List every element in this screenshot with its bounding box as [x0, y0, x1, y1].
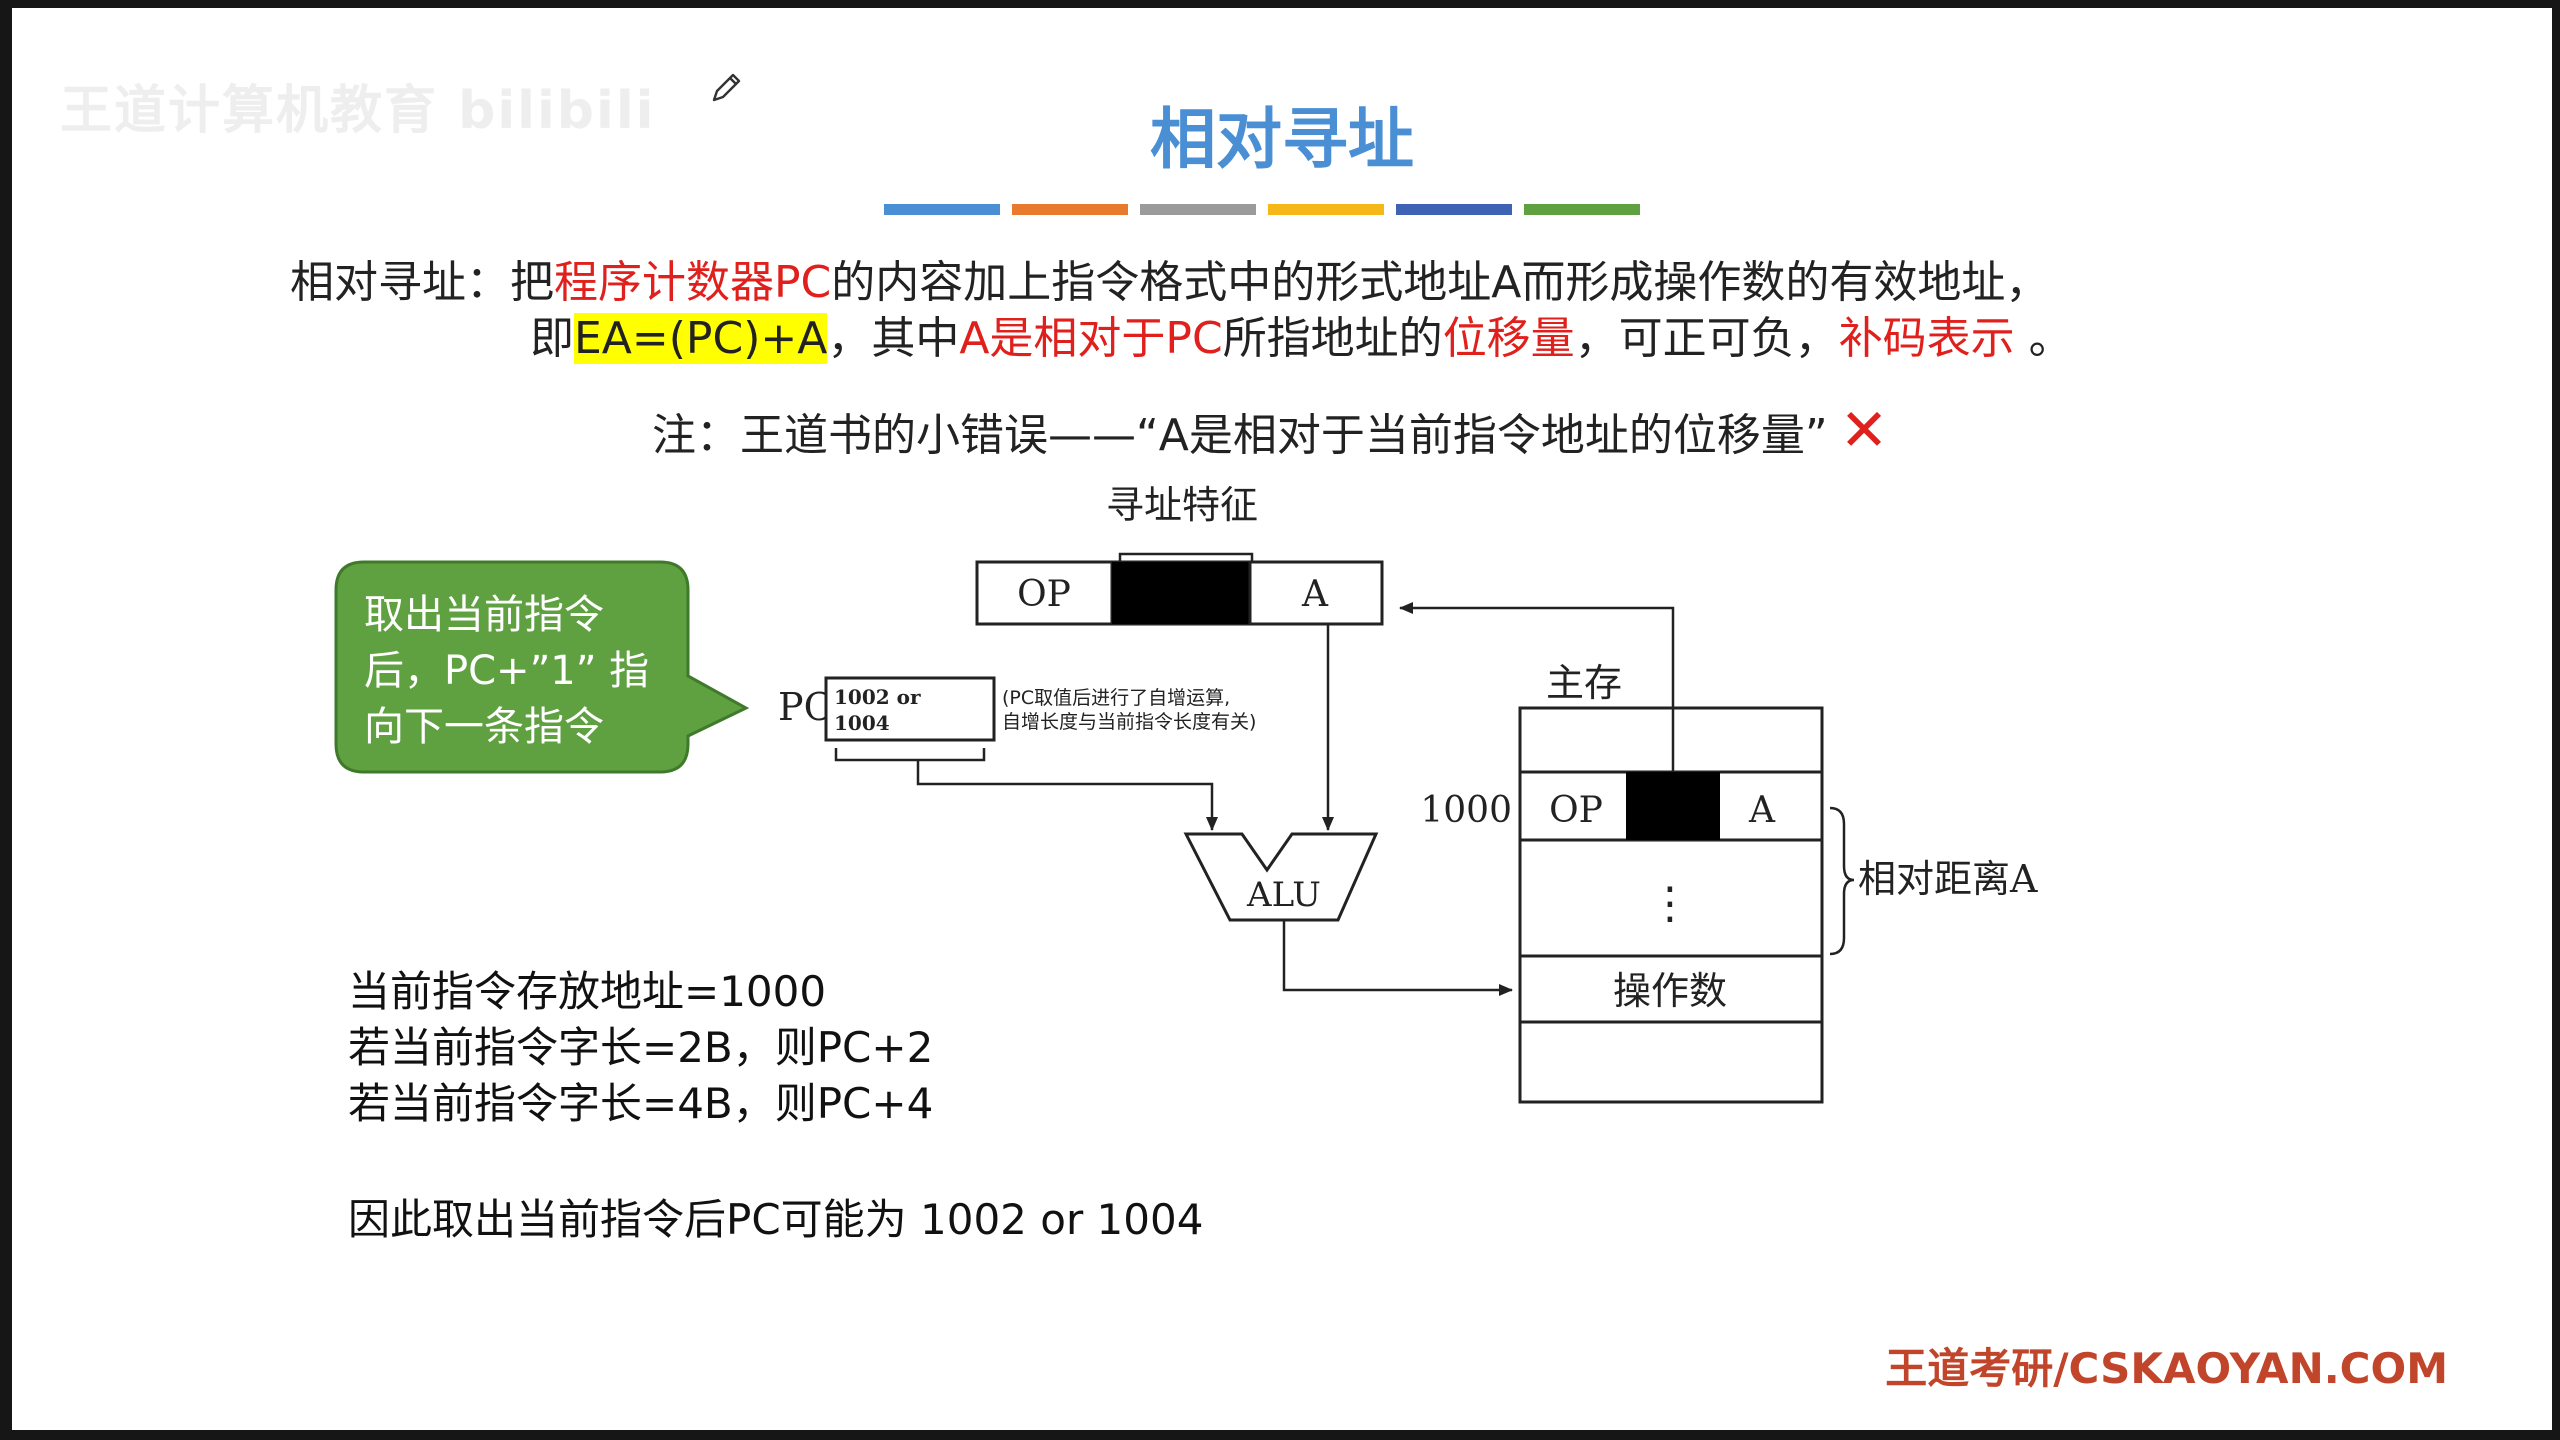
accent-bar-6 — [1524, 204, 1640, 215]
bottom-line-2: 若当前指令字长=2B，则PC+2 — [348, 1023, 934, 1072]
pc-register — [824, 676, 996, 742]
alu-shape — [1183, 832, 1379, 922]
instr-addr-feature-block — [1112, 562, 1250, 624]
accent-bar-3 — [1140, 204, 1256, 215]
slide: 王道计算机教育 bilibili 相对寻址 相对寻址：把程序计数器PC的内容加上… — [12, 8, 2552, 1430]
callout-line-3: 向下一条指令 — [364, 704, 604, 750]
pc-to-alu-arrow — [916, 760, 1218, 831]
definition-text: 的内容加上指令格式中的形式地址A而形成操作数的有效地址， — [831, 257, 2050, 308]
distance-label: 相对距离A — [1858, 857, 2038, 901]
note-line: 注：王道书的小错误——“A是相对于当前指令地址的位移量”✕ — [652, 396, 1888, 464]
definition-red-complement: 补码表示 — [1838, 313, 2015, 364]
mem-addr-feature-block — [1626, 772, 1720, 840]
bottom-line-3: 若当前指令字长=4B，则PC+4 — [348, 1079, 934, 1128]
definition-red-offset: 位移量 — [1442, 313, 1575, 364]
definition-text: 所指地址的 — [1222, 313, 1443, 364]
pc-label: PC — [778, 685, 833, 729]
wrong-x-icon: ✕ — [1839, 396, 1889, 464]
memory-label: 主存 — [1546, 661, 1622, 705]
bottom-line-1: 当前指令存放地址=1000 — [348, 967, 827, 1016]
footer-brand: 王道考研/CSKAOYAN.COM — [1885, 1344, 2448, 1393]
alu-label: ALU — [1246, 875, 1321, 915]
bottom-line-4: 因此取出当前指令后PC可能为 1002 or 1004 — [348, 1195, 1204, 1244]
callout-line-2: 后，PC+”1” 指 — [364, 648, 649, 694]
definition-red-a: A是相对于PC — [959, 313, 1223, 364]
note-text: 注：王道书的小错误——“A是相对于当前指令地址的位移量” — [652, 410, 1828, 461]
pc-note-1: (PC取值后进行了自增运算, — [1002, 687, 1230, 709]
operand-label: 操作数 — [1613, 969, 1727, 1013]
mem-dots: ⋮ — [1648, 878, 1692, 929]
accent-bar-1 — [884, 204, 1000, 215]
instr-op-label: OP — [1017, 574, 1071, 615]
mem-a-label: A — [1748, 790, 1776, 831]
pc-value-2: 1004 — [834, 711, 890, 735]
definition-text: 即 — [530, 313, 574, 364]
pc-note-2: 自增长度与当前指令长度有关) — [1002, 711, 1256, 733]
mem-address-1000: 1000 — [1420, 790, 1512, 831]
accent-bar-5 — [1396, 204, 1512, 215]
addressing-diagram: 寻址特征 OP A PC 1002 or 1004 (PC取值后进行了自增运算,… — [334, 483, 2038, 1104]
pc-value-1: 1002 or — [834, 685, 921, 709]
definition-text: 。 — [2014, 313, 2073, 364]
definition-red-pc: 程序计数器PC — [554, 257, 832, 308]
definition-line-1: 相对寻址：把程序计数器PC的内容加上指令格式中的形式地址A而形成操作数的有效地址… — [290, 246, 2049, 310]
formula-highlight: EA=(PC)+A — [574, 313, 828, 364]
slide-title: 相对寻址 — [1150, 101, 1414, 178]
instr-a-label: A — [1301, 574, 1329, 615]
addr-feature-label: 寻址特征 — [1106, 483, 1258, 527]
mem-op-label: OP — [1549, 790, 1603, 831]
definition-text: 相对寻址：把 — [290, 257, 554, 308]
definition-line-2: 即EA=(PC)+A，其中A是相对于PC所指地址的位移量，可正可负，补码表示 。 — [530, 302, 2073, 366]
memory-to-instr-arrow — [1399, 602, 1675, 772]
definition-text: ，其中 — [827, 313, 960, 364]
pencil-icon[interactable] — [708, 70, 744, 106]
pc-bracket — [834, 748, 986, 762]
accent-bar-2 — [1012, 204, 1128, 215]
alu-to-operand-arrow — [1282, 920, 1513, 996]
watermark: 王道计算机教育 bilibili — [60, 81, 656, 141]
distance-brace — [1829, 806, 1855, 956]
callout-bubble — [334, 560, 750, 774]
callout-line-1: 取出当前指令 — [364, 592, 604, 638]
definition-text: ，可正可负， — [1574, 313, 1839, 364]
accent-bar-4 — [1268, 204, 1384, 215]
